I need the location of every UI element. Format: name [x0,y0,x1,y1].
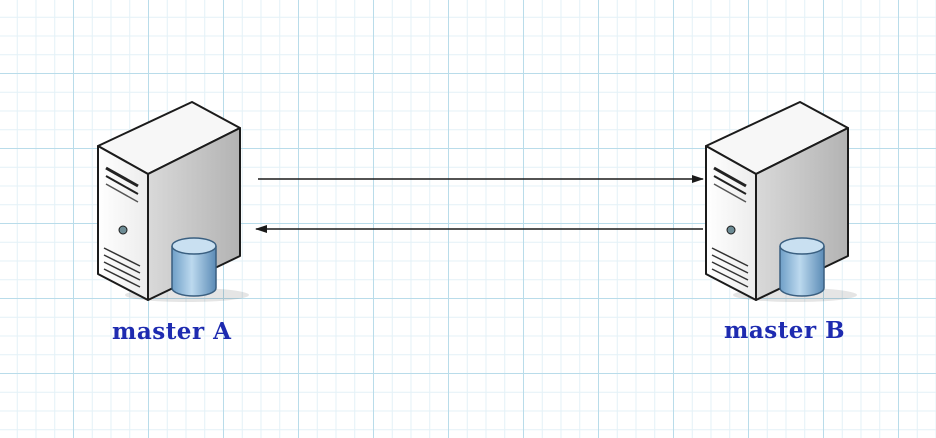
server-with-database-icon [705,101,857,302]
node-label-master-b: master B [724,317,846,344]
server-with-database-icon [97,101,249,302]
node-label-master-a: master A [112,318,232,345]
node-master-b[interactable] [700,98,870,308]
node-master-a[interactable] [92,98,262,308]
